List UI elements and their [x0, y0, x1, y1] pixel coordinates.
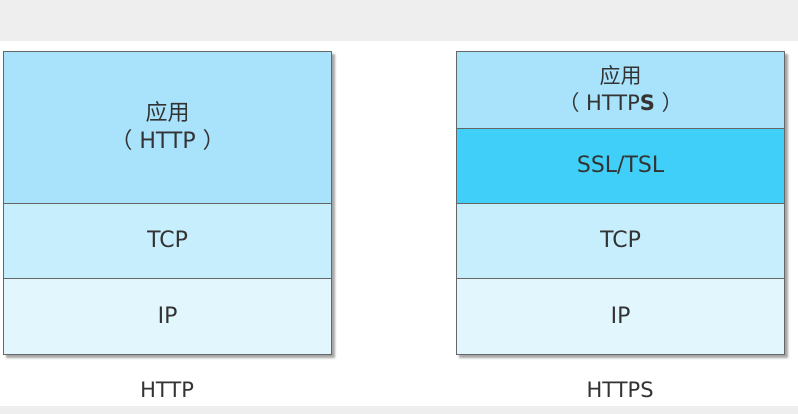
https-ip-label: IP: [610, 303, 631, 329]
https-caption: HTTPS: [586, 378, 654, 402]
https-tcp-label: TCP: [600, 228, 641, 253]
https-application-protocol: （ HTTPS ）: [558, 90, 682, 117]
https-protocol-bold-s: S: [639, 91, 655, 115]
https-tcp-layer: TCP: [457, 203, 784, 278]
http-tcp-label: TCP: [147, 228, 188, 253]
http-protocol-stack: 应用 （ HTTP ） TCP IP: [3, 51, 332, 355]
http-ip-layer: IP: [4, 278, 331, 354]
https-protocol-prefix: （ HTTP: [558, 91, 640, 115]
http-ip-label: IP: [157, 303, 178, 329]
https-protocol-stack: 应用 （ HTTPS ） SSL/TSL TCP IP: [456, 51, 785, 355]
http-application-layer: 应用 （ HTTP ）: [4, 52, 331, 203]
bottom-band: [0, 406, 798, 414]
https-ip-layer: IP: [457, 278, 784, 354]
http-caption: HTTP: [140, 378, 194, 402]
http-application-protocol: （ HTTP ）: [110, 128, 225, 154]
top-band: [0, 0, 798, 41]
https-application-label: 应用: [599, 64, 642, 88]
http-application-label: 应用: [145, 100, 190, 126]
http-tcp-layer: TCP: [4, 203, 331, 278]
https-ssl-layer: SSL/TSL: [457, 128, 784, 203]
https-application-layer: 应用 （ HTTPS ）: [457, 52, 784, 128]
https-ssl-label: SSL/TSL: [576, 153, 665, 178]
https-protocol-suffix: ）: [654, 91, 683, 115]
